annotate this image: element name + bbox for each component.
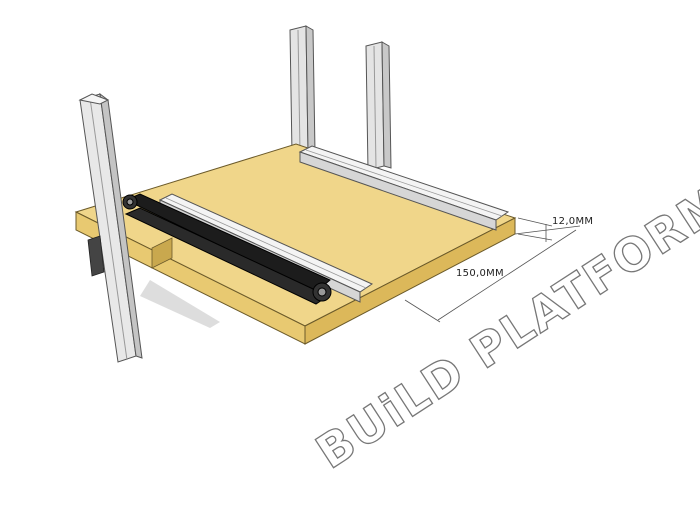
dimension-thickness: 12,0MM — [552, 216, 593, 227]
dimension-lines — [404, 217, 581, 323]
front-post — [78, 92, 143, 363]
dimension-width: 150,0MM — [456, 268, 504, 279]
back-posts — [289, 25, 392, 171]
shadow — [140, 280, 220, 328]
build-plate — [74, 143, 517, 345]
rail-back — [298, 145, 510, 231]
drive-belt — [122, 193, 332, 305]
plate-top — [74, 143, 517, 327]
